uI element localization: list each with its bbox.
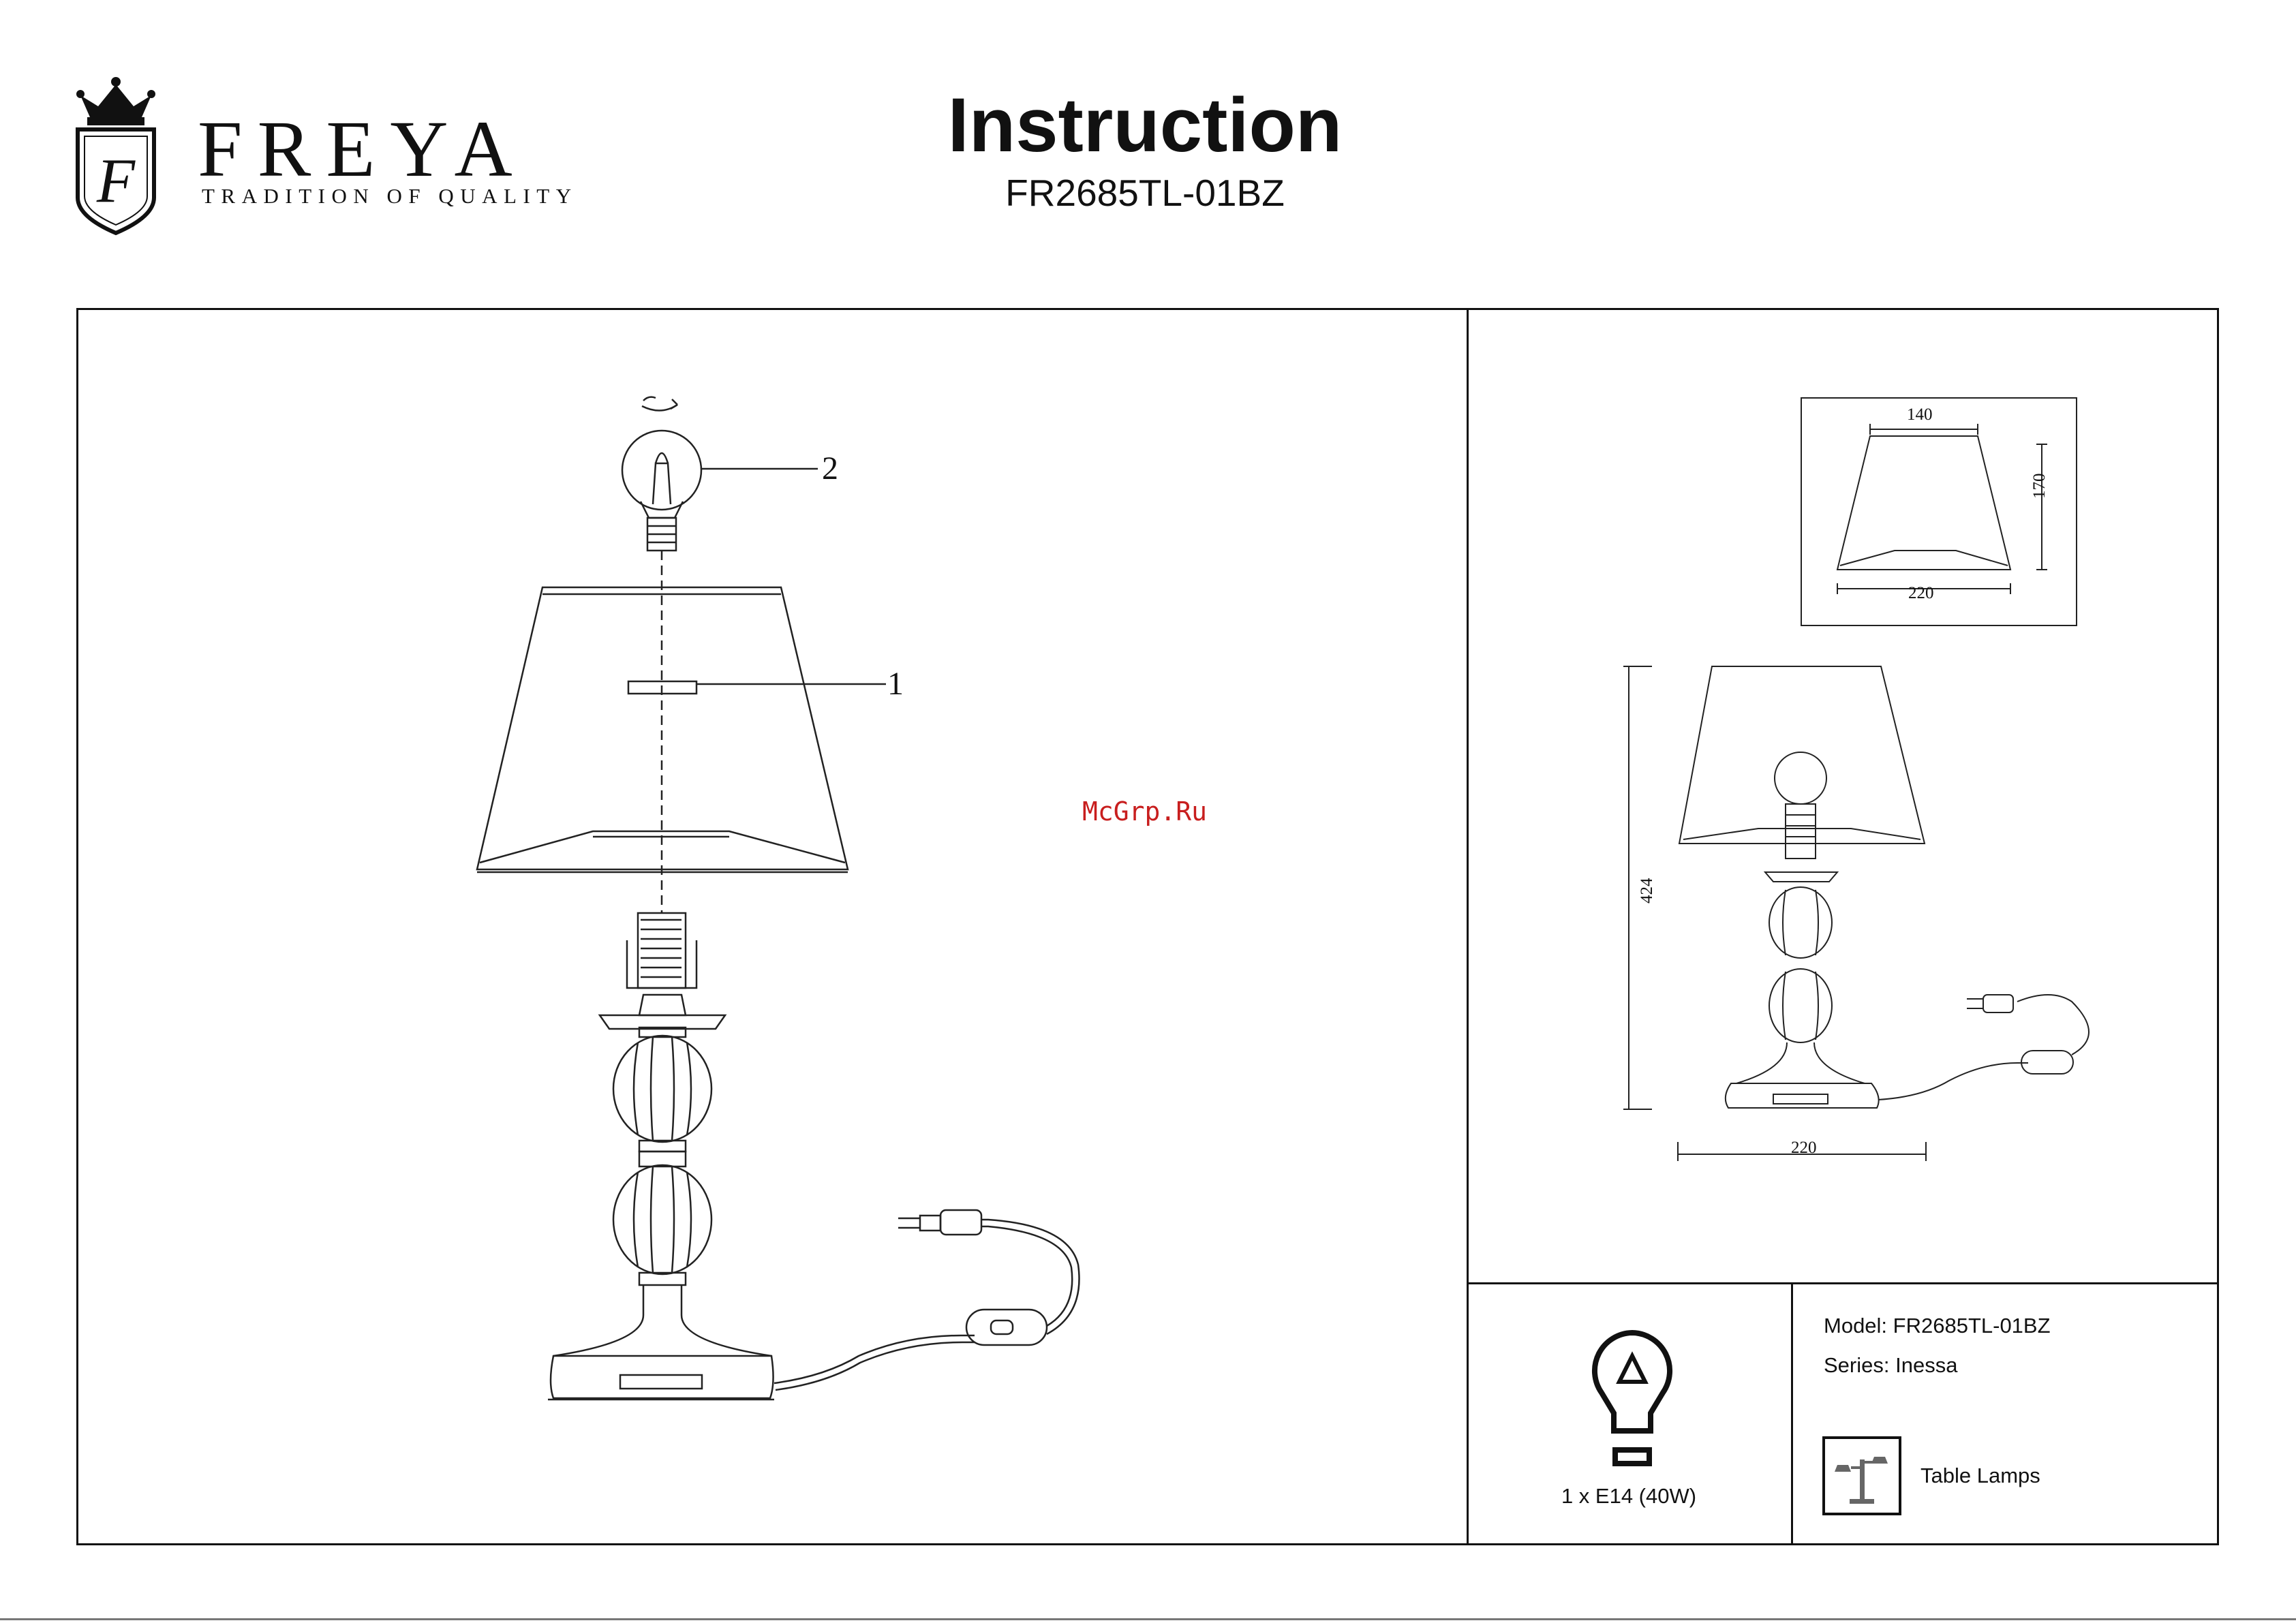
logo-letter: F <box>96 146 136 215</box>
frame-divider-horizontal <box>1467 1282 2219 1284</box>
dimension-shade-height: 170 <box>2031 474 2048 499</box>
dimension-lamp-height: 424 <box>1638 878 1655 904</box>
dimension-shade-bottom: 220 <box>1908 585 1934 602</box>
brand-name: FREYA <box>198 109 527 189</box>
page-edge <box>0 1618 2296 1620</box>
callout-number: 2 <box>822 452 838 485</box>
dimension-base-width: 220 <box>1791 1139 1817 1156</box>
frame-divider-vertical <box>1467 308 1469 1545</box>
page-title: Instruction <box>804 87 1486 164</box>
series-info: Series: Inessa <box>1824 1355 1957 1376</box>
info-divider <box>1791 1282 1793 1545</box>
brand-tagline: TRADITION OF QUALITY <box>202 185 578 206</box>
dimension-shade-top: 140 <box>1907 406 1933 423</box>
watermark: McGrp.Ru <box>1082 799 1207 824</box>
model-code: FR2685TL-01BZ <box>804 174 1486 212</box>
bulb-spec: 1 x E14 (40W) <box>1486 1485 1772 1506</box>
model-info: Model: FR2685TL-01BZ <box>1824 1315 2051 1336</box>
table-lamp-icon <box>1822 1436 1901 1515</box>
callout-number: 1 <box>887 668 904 700</box>
category-label: Table Lamps <box>1920 1465 2040 1486</box>
light-bulb-icon <box>1588 1329 1677 1469</box>
